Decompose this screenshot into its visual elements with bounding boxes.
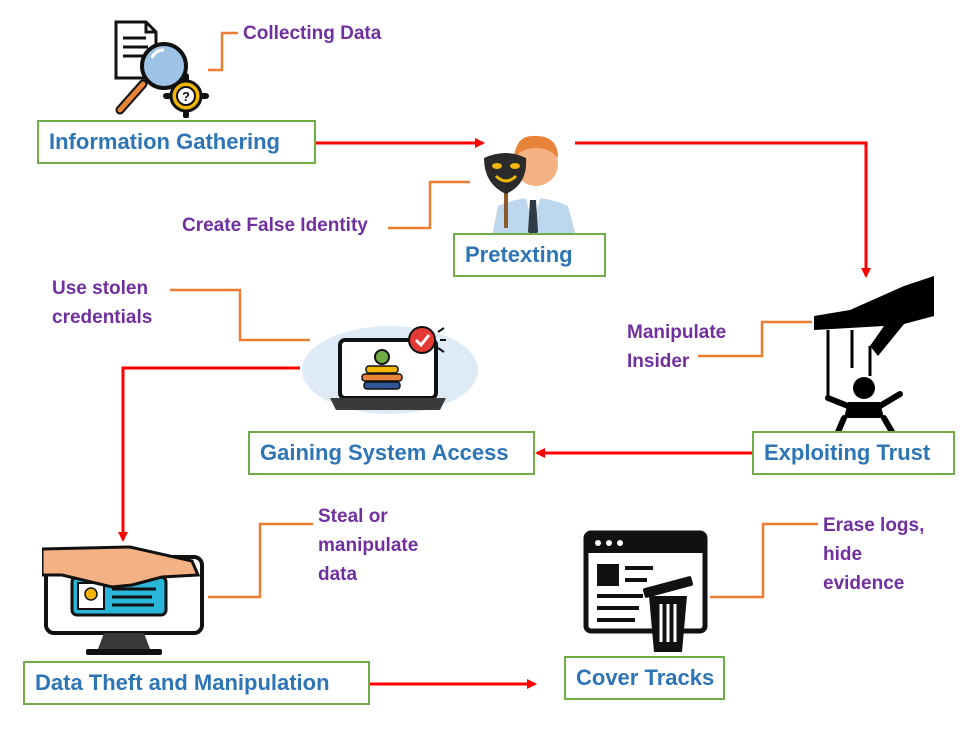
- browser-trash-icon: [583, 530, 708, 652]
- note-collecting-data: Collecting Data: [243, 23, 382, 44]
- laptop-access-icon: [302, 326, 478, 414]
- connector-stolen-credentials: [170, 288, 310, 342]
- connector-collecting-data: [208, 31, 238, 72]
- step-gaining-system-access: Gaining System Access: [248, 431, 535, 475]
- step-information-gathering: Information Gathering: [37, 120, 316, 164]
- step-label: Pretexting: [465, 242, 573, 267]
- arrow-pretexting-to-exploiting: [575, 141, 871, 278]
- connector-steal-data: [208, 522, 313, 599]
- step-data-theft-manipulation: Data Theft and Manipulation: [23, 661, 370, 705]
- note-steal-manipulate-data: Steal or manipulate data: [318, 506, 419, 585]
- note-use-stolen-credentials: Use stolen credentials: [52, 278, 153, 328]
- connector-erase-logs: [710, 522, 818, 599]
- step-label: Exploiting Trust: [764, 440, 931, 465]
- monitor-hand-icon: [42, 545, 204, 655]
- step-label: Cover Tracks: [576, 665, 715, 690]
- magnifier-document-gear-icon: ?: [114, 20, 209, 118]
- connector-manipulate-insider: [698, 320, 812, 358]
- step-exploiting-trust: Exploiting Trust: [752, 431, 955, 475]
- arrow-access-to-datatheft: [118, 366, 300, 542]
- connector-false-identity: [388, 180, 470, 230]
- note-erase-logs: Erase logs, hide evidence: [823, 515, 925, 594]
- step-cover-tracks: Cover Tracks: [564, 656, 725, 700]
- puppet-hand-icon: [814, 276, 934, 432]
- step-label: Gaining System Access: [260, 440, 509, 465]
- note-manipulate-insider: Manipulate Insider: [627, 322, 727, 372]
- note-create-false-identity: Create False Identity: [182, 215, 368, 236]
- svg-text:?: ?: [182, 89, 190, 104]
- step-pretexting: Pretexting: [453, 233, 606, 277]
- step-label: Information Gathering: [49, 129, 280, 154]
- step-label: Data Theft and Manipulation: [35, 670, 330, 695]
- masked-person-icon: [484, 135, 576, 236]
